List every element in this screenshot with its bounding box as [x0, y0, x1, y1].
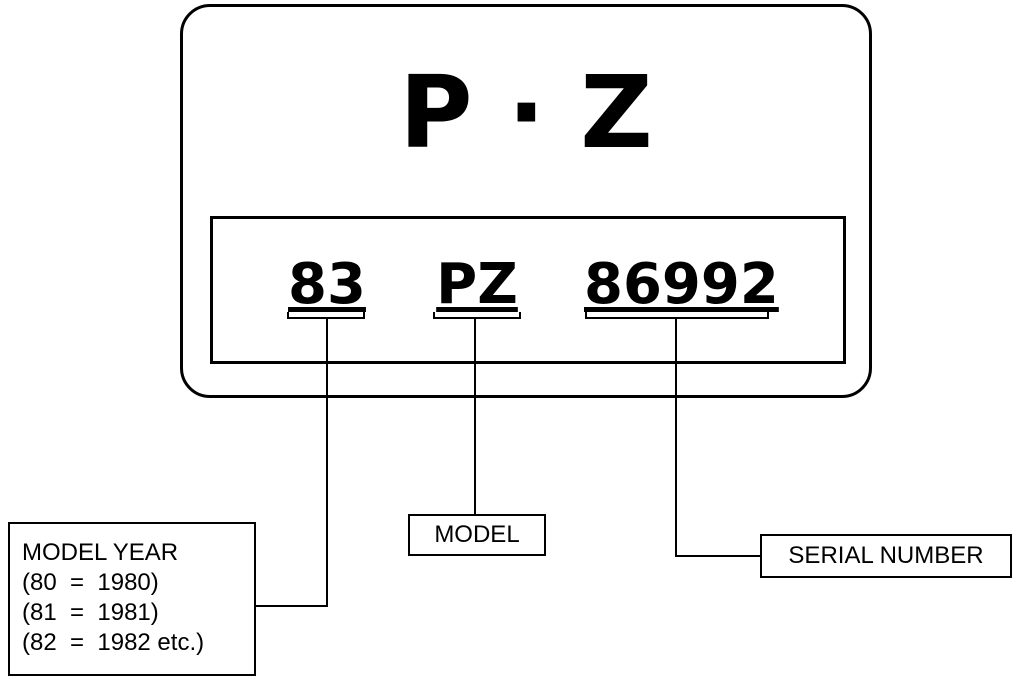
id-plate	[180, 4, 872, 398]
serial-number-code: 86992	[584, 252, 779, 317]
year-bracket	[287, 312, 365, 319]
serial-number-label: SERIAL NUMBER	[760, 534, 1012, 578]
model-code: PZ	[436, 252, 518, 317]
model-year-example: (81 = 1981)	[22, 599, 159, 626]
model-bracket	[433, 312, 521, 319]
model-year-example: (80 = 1980)	[22, 569, 159, 596]
model-year-code: 83	[288, 252, 366, 317]
code-panel	[210, 216, 846, 364]
year-leader	[256, 318, 328, 607]
model-year-example: (82 = 1982 etc.)	[22, 629, 205, 656]
model-year-label: MODEL YEAR (80 = 1980) (81 = 1981) (82 =…	[8, 522, 256, 676]
model-label: MODEL	[408, 514, 546, 556]
model-year-title: MODEL YEAR	[22, 539, 179, 566]
serial-bracket	[585, 312, 769, 319]
plate-brand-text: P · Z	[399, 54, 653, 171]
serial-leader	[675, 318, 760, 557]
